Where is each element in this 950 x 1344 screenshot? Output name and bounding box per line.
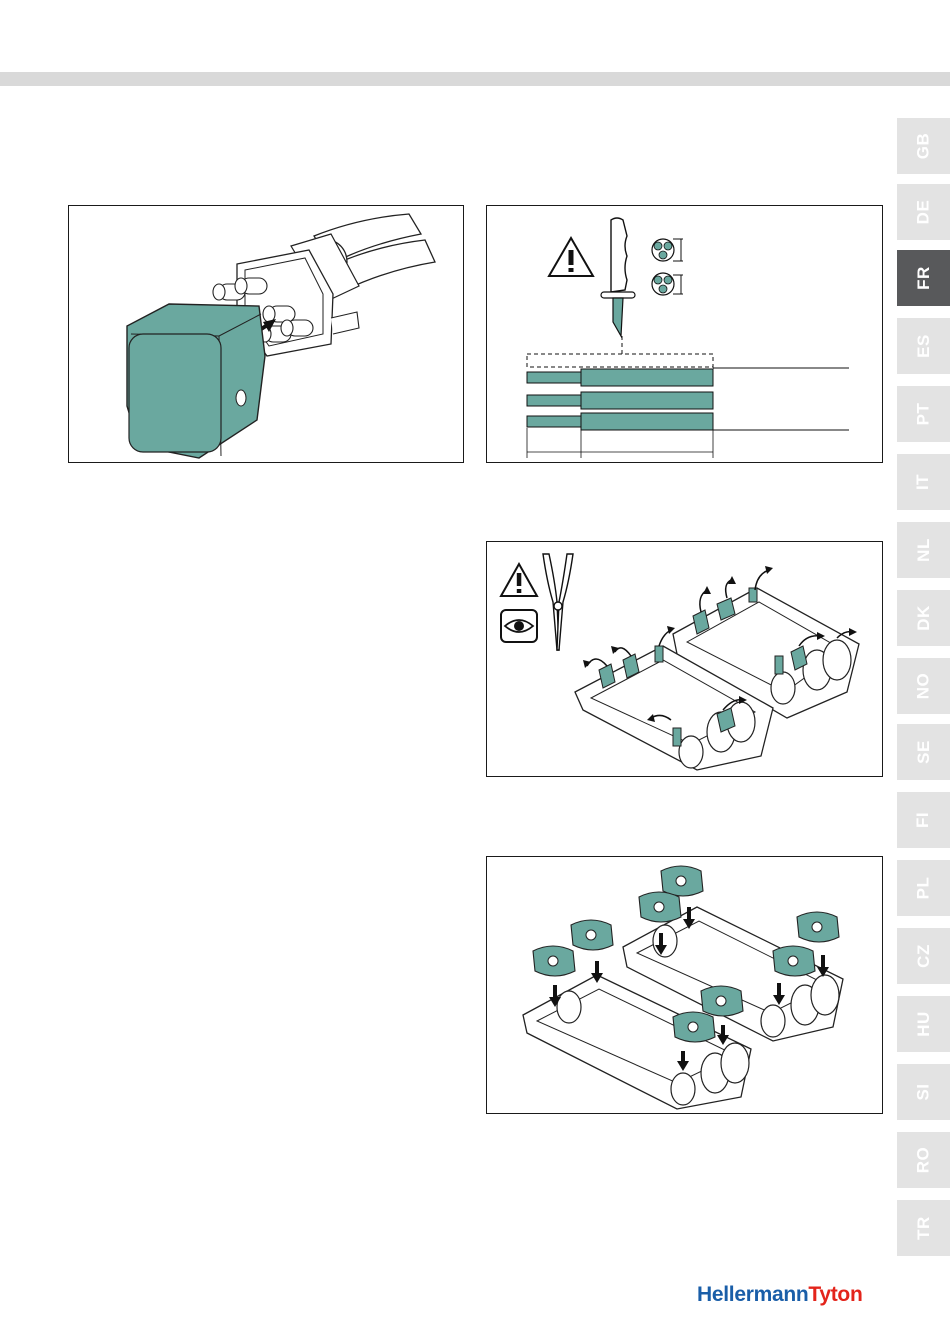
language-tab-label: HU bbox=[914, 1011, 934, 1037]
figure-insert-clips bbox=[486, 856, 883, 1114]
language-tab-cz[interactable]: CZ bbox=[897, 928, 950, 984]
language-tab-nl[interactable]: NL bbox=[897, 522, 950, 578]
warning-icon bbox=[549, 238, 593, 276]
language-tab-hu[interactable]: HU bbox=[897, 996, 950, 1052]
pliers-icon bbox=[543, 554, 573, 650]
language-tab-label: IT bbox=[913, 474, 933, 490]
figure-break-tabs bbox=[486, 541, 883, 777]
language-tab-no[interactable]: NO bbox=[897, 658, 950, 714]
language-tab-label: TR bbox=[913, 1216, 933, 1240]
cable-section-icon bbox=[652, 239, 683, 261]
language-tab-label: CZ bbox=[913, 944, 933, 968]
brand-name-part2: Tyton bbox=[808, 1283, 862, 1306]
language-tab-label: DE bbox=[914, 200, 934, 225]
language-tab-se[interactable]: SE bbox=[897, 724, 950, 780]
stripping-illustration bbox=[487, 206, 884, 464]
language-tab-label: PT bbox=[913, 403, 933, 426]
language-tab-label: FI bbox=[913, 812, 933, 828]
language-tab-label: PL bbox=[913, 877, 933, 900]
brand-name-part1: Hellermann bbox=[697, 1283, 808, 1306]
knife-icon bbox=[601, 218, 635, 336]
cable-section-icon bbox=[652, 273, 683, 295]
housing-tabs-illustration bbox=[487, 542, 884, 778]
figure-cover-assembly bbox=[68, 205, 464, 463]
language-tab-label: FR bbox=[913, 266, 933, 290]
language-tab-label: RO bbox=[914, 1147, 934, 1174]
language-tab-label: ES bbox=[914, 334, 934, 358]
language-tab-gb[interactable]: GB bbox=[897, 118, 950, 174]
cover-connector-illustration bbox=[69, 206, 465, 464]
language-tab-label: GB bbox=[914, 133, 934, 160]
language-tab-fr[interactable]: FR bbox=[897, 250, 950, 306]
eye-icon bbox=[501, 610, 537, 642]
language-tab-label: DK bbox=[914, 605, 934, 631]
clip-insertion-illustration bbox=[487, 857, 884, 1115]
language-tab-dk[interactable]: DK bbox=[897, 590, 950, 646]
warning-icon bbox=[501, 564, 537, 596]
header-bar bbox=[0, 72, 950, 86]
language-tab-label: NO bbox=[914, 673, 934, 700]
language-tab-pt[interactable]: PT bbox=[897, 386, 950, 442]
language-tab-ro[interactable]: RO bbox=[897, 1132, 950, 1188]
language-tab-fi[interactable]: FI bbox=[897, 792, 950, 848]
language-tab-tr[interactable]: TR bbox=[897, 1200, 950, 1256]
language-tab-label: SE bbox=[914, 740, 934, 764]
figure-cable-stripping bbox=[486, 205, 883, 463]
brand-logo: HellermannTyton bbox=[697, 1283, 862, 1307]
language-tab-si[interactable]: SI bbox=[897, 1064, 950, 1120]
language-tab-label: SI bbox=[914, 1083, 934, 1100]
language-tab-es[interactable]: ES bbox=[897, 318, 950, 374]
language-tab-label: NL bbox=[913, 538, 933, 562]
language-tab-pl[interactable]: PL bbox=[897, 860, 950, 916]
language-tab-it[interactable]: IT bbox=[897, 454, 950, 510]
language-tab-de[interactable]: DE bbox=[897, 184, 950, 240]
